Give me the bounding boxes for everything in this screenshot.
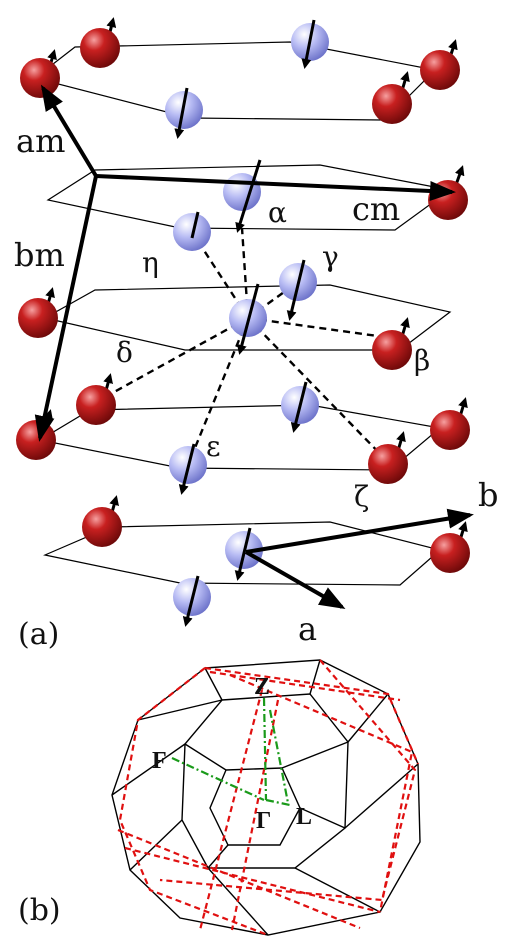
atom-blue xyxy=(279,259,317,321)
zone-edge xyxy=(299,807,346,829)
label-gamma: γ xyxy=(322,240,339,273)
zone-edge xyxy=(309,659,321,695)
atom-red xyxy=(82,495,122,547)
atom-red xyxy=(430,521,470,573)
label-b: b xyxy=(478,476,498,514)
atom-red xyxy=(20,49,60,98)
layer-plane-2 xyxy=(46,164,452,231)
panel-a-label: (a) xyxy=(18,617,59,652)
atom-red xyxy=(430,397,470,450)
vector-bm xyxy=(34,175,98,442)
atom-red xyxy=(16,409,56,460)
red-plane xyxy=(124,846,381,914)
atom-red xyxy=(368,431,408,484)
vector-am xyxy=(40,84,98,178)
label-Gamma: Γ xyxy=(256,808,271,834)
zone-outer-boundary xyxy=(111,659,421,936)
atom-blue xyxy=(173,211,211,251)
label-delta: δ xyxy=(116,336,133,369)
atom-red xyxy=(428,165,468,220)
atom-red xyxy=(420,39,460,90)
label-am: am xyxy=(16,122,65,160)
atom-red xyxy=(372,317,412,370)
label-L: L xyxy=(296,804,312,830)
label-Z: Z xyxy=(254,674,270,700)
zone-edge xyxy=(347,693,389,743)
bond-beta xyxy=(247,316,393,340)
zone-edge xyxy=(281,741,349,769)
vector-cm xyxy=(95,174,456,202)
panel-a: am bm cm a b α γ β δ ε ζ η (a) xyxy=(14,17,498,652)
red-plane xyxy=(198,689,264,931)
spin-down-atoms xyxy=(165,19,329,627)
atom-blue xyxy=(223,159,262,233)
atom-red xyxy=(80,17,120,68)
label-bm: bm xyxy=(14,236,65,274)
zone-inner-square xyxy=(209,767,301,846)
atom-blue xyxy=(173,575,211,627)
path-Gamma-L xyxy=(265,798,291,807)
path-Z-Gamma xyxy=(262,697,268,801)
label-eta: η xyxy=(142,246,159,279)
zone-edge xyxy=(137,699,223,721)
panel-b: Z F Γ L (b) xyxy=(18,659,421,937)
red-plane xyxy=(209,670,401,702)
zone-edge xyxy=(111,743,186,796)
atom-red xyxy=(76,373,116,425)
label-cm: cm xyxy=(352,190,400,228)
label-beta: β xyxy=(414,344,430,377)
atom-blue xyxy=(291,19,329,69)
bond-epsilon xyxy=(186,317,250,466)
red-plane xyxy=(204,666,420,765)
zone-edge xyxy=(184,743,227,771)
red-plane xyxy=(159,659,417,902)
spin-up-atoms xyxy=(16,17,470,573)
atom-blue xyxy=(169,443,207,495)
red-plane xyxy=(229,673,414,913)
red-plane xyxy=(230,699,280,931)
red-plane xyxy=(118,667,269,937)
atom-blue-central xyxy=(229,283,267,355)
bond-zeta xyxy=(247,317,389,463)
bond-delta xyxy=(95,316,249,404)
atom-blue xyxy=(225,527,263,581)
label-F: F xyxy=(152,748,167,774)
zone-edge xyxy=(294,867,381,913)
atom-blue xyxy=(281,381,319,433)
label-zeta: ζ xyxy=(354,480,369,513)
red-plane xyxy=(117,828,361,930)
label-epsilon: ε xyxy=(206,430,221,463)
lattice-vectors xyxy=(34,84,474,609)
atom-red xyxy=(18,287,58,338)
red-dashed-planes xyxy=(117,659,420,937)
atom-blue xyxy=(165,87,203,139)
atom-red xyxy=(372,71,412,124)
path-F-Gamma xyxy=(171,756,265,802)
zone-edge xyxy=(204,667,223,701)
label-alpha: α xyxy=(268,196,287,229)
layer-plane-5 xyxy=(43,521,442,586)
panel-b-label: (b) xyxy=(18,893,61,928)
neighbor-bonds xyxy=(95,227,393,466)
vector-b xyxy=(245,508,474,554)
vector-a xyxy=(245,550,346,609)
label-a: a xyxy=(298,610,317,648)
zone-edge xyxy=(344,763,419,829)
symmetry-path xyxy=(171,697,291,807)
